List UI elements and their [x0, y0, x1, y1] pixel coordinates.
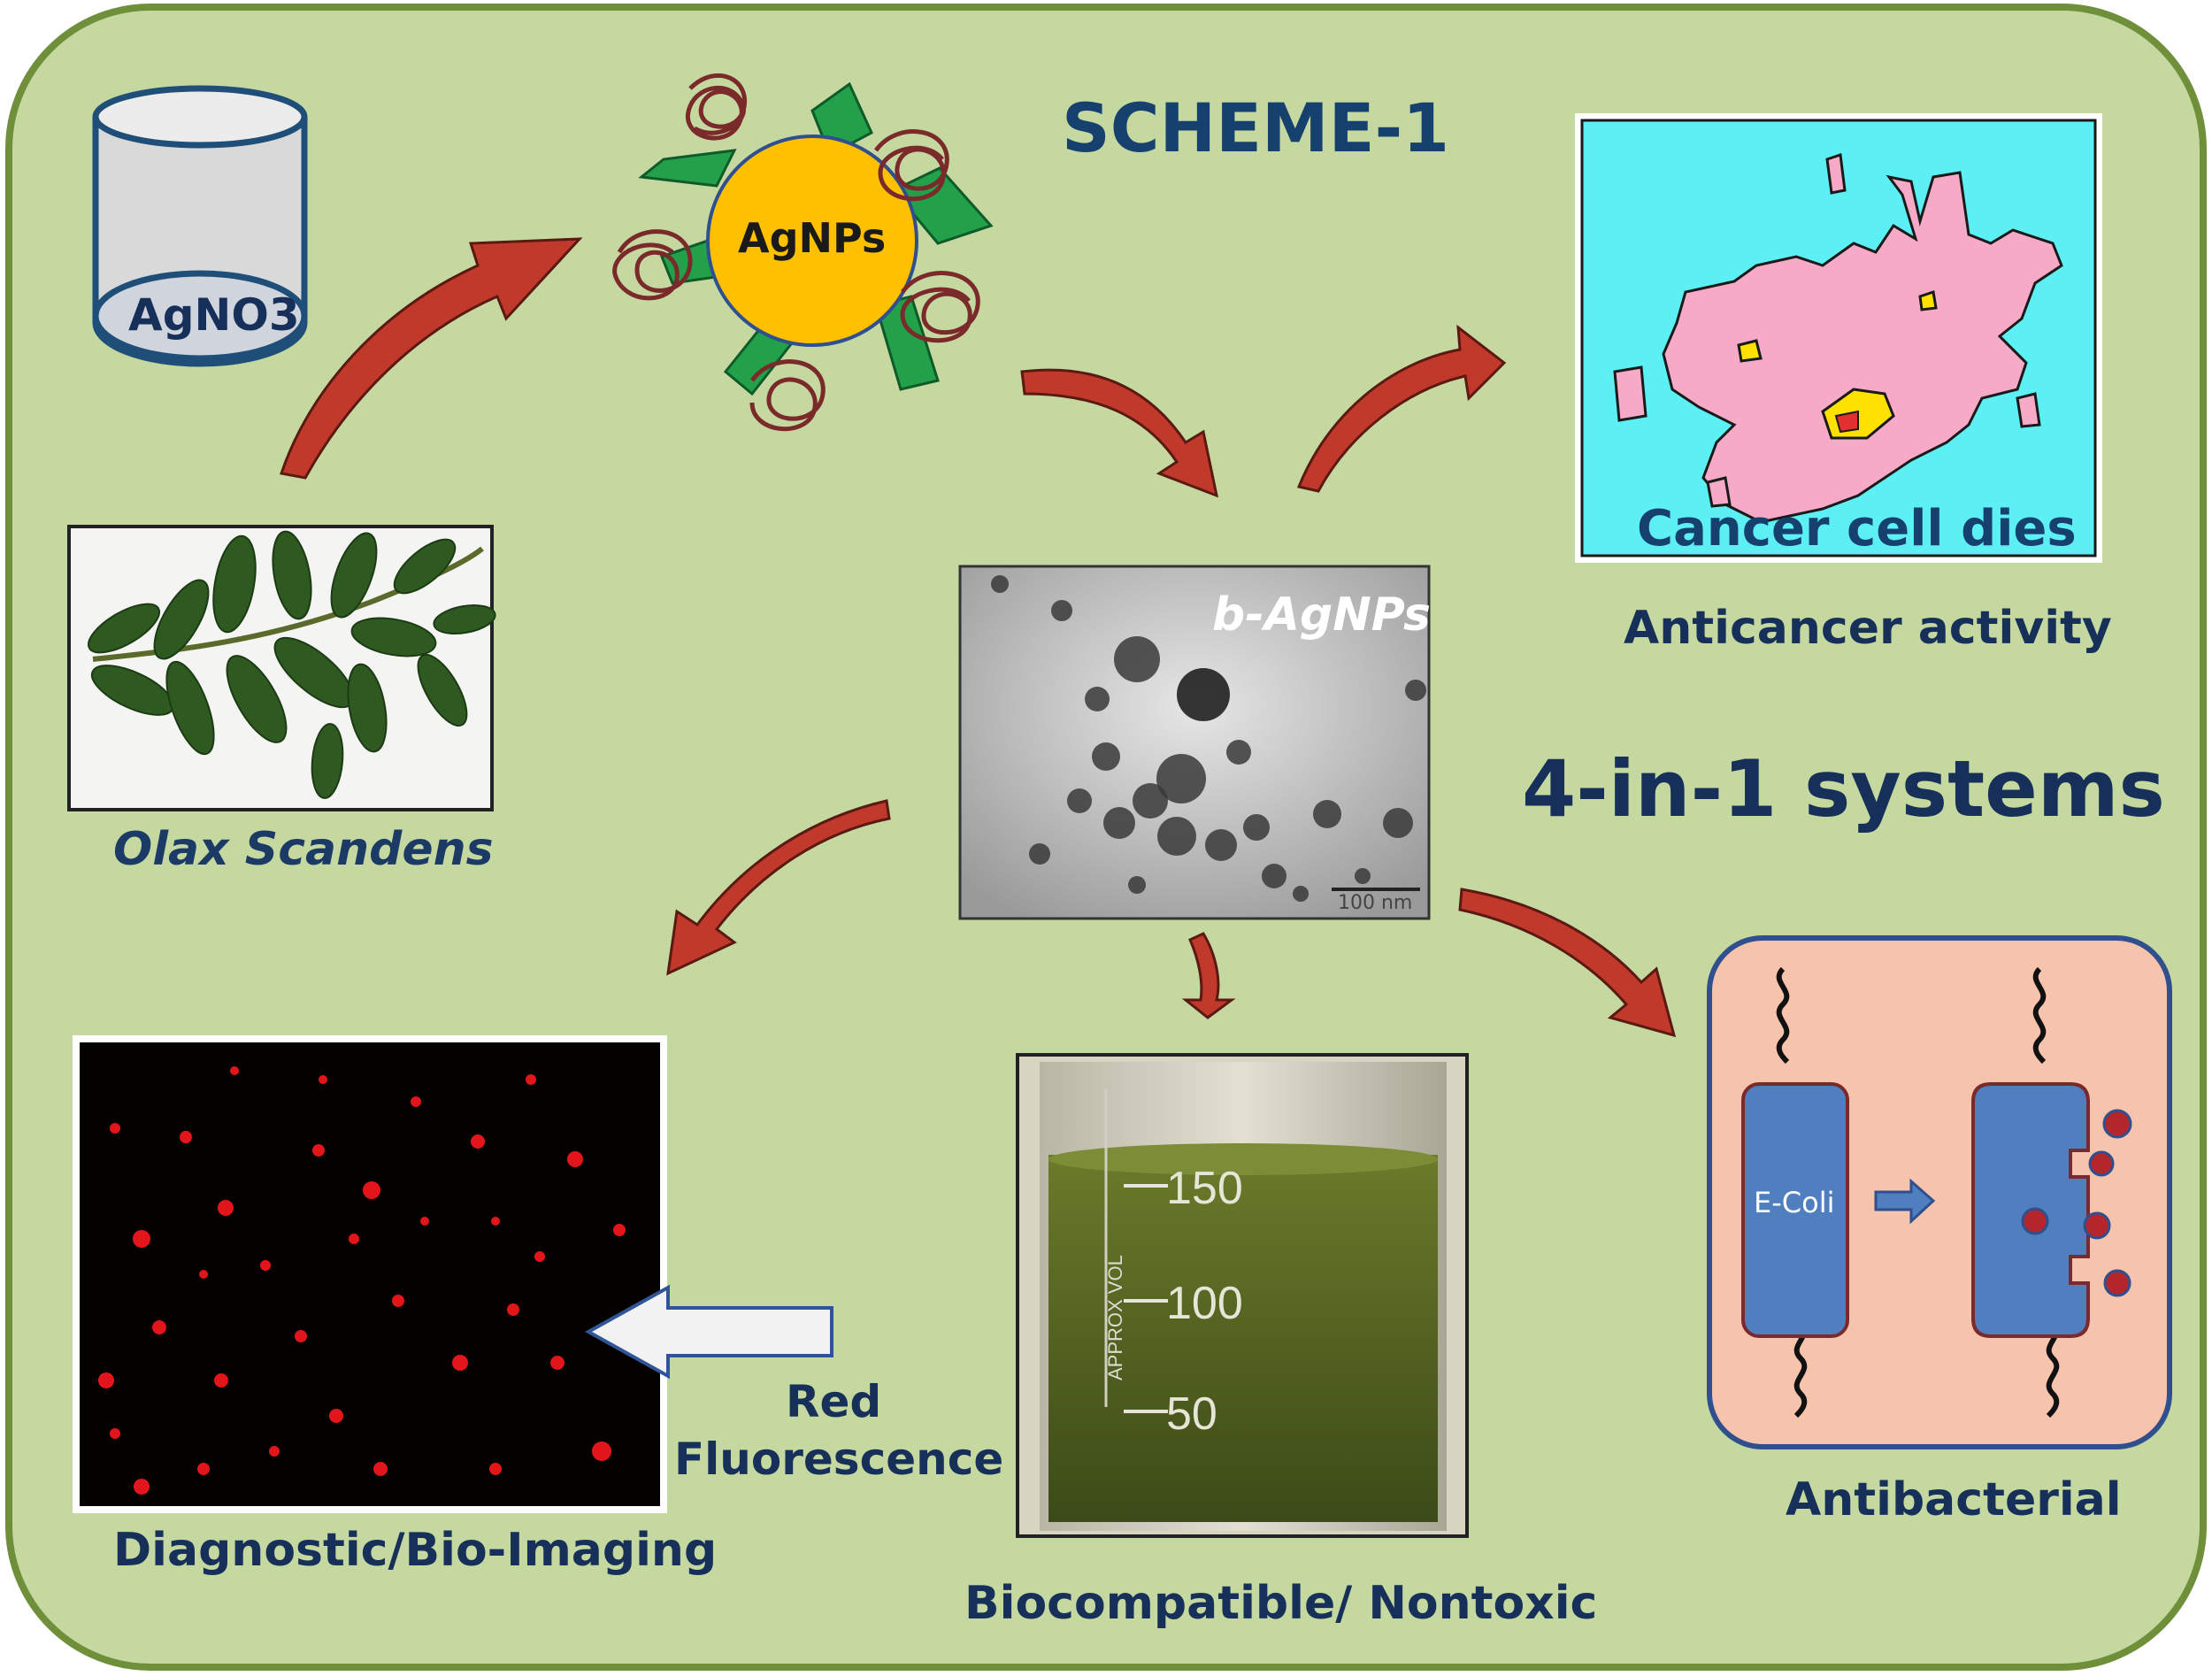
ecoli-cell-before — [1741, 1082, 1849, 1338]
ecoli-label: E-Coli — [1754, 1186, 1835, 1219]
arrow-tem-to-imaging — [666, 799, 891, 976]
cancer-cell-shape — [1662, 171, 2063, 524]
tem-label: b-AgNPs — [1212, 588, 1431, 642]
beaker-mark-100: 100 — [1166, 1278, 1243, 1329]
arrow-tem-to-bacteria — [1458, 888, 1677, 1038]
white-pointer-arrow — [584, 1284, 833, 1380]
beaker-photo-caption: Biocompatible/ Nontoxic — [964, 1577, 1598, 1630]
tem-scale-label: 100 nm — [1338, 892, 1413, 914]
antibacterial-caption: Antibacterial — [1786, 1473, 2122, 1526]
beaker-photo: 150 100 50 APPROX VOL — [1016, 1053, 1469, 1538]
system-label: 4-in-1 systems — [1522, 743, 2165, 834]
bacteria-panel — [1707, 935, 2172, 1449]
anticancer-caption: Anticancer activity — [1624, 602, 2112, 655]
red-arrows — [280, 237, 1677, 1038]
agnps-nanoparticle-icon — [612, 73, 994, 432]
arrow-tem-to-cancer — [1296, 324, 1507, 493]
transform-arrow — [1874, 1178, 1936, 1225]
agnps-label: AgNPs — [738, 214, 887, 262]
fluorescence-label-line2: Fluorescence — [674, 1434, 1004, 1485]
arrow-plant-to-agnps — [280, 237, 583, 480]
agno3-label: AgNO3 — [128, 289, 300, 341]
plant-caption: Olax Scandens — [113, 823, 494, 876]
olax-scandens-photo — [67, 525, 496, 811]
tem-image — [958, 565, 1431, 920]
cancer-panel-label: Cancer cell dies — [1637, 500, 2077, 557]
imaging-caption: Diagnostic/Bio-Imaging — [113, 1524, 718, 1577]
fluorescence-label-line1: Red — [786, 1376, 882, 1427]
cancer-cell-panel — [1575, 113, 2102, 563]
scheme-title: SCHEME-1 — [1062, 88, 1450, 167]
agno3-beaker-icon — [92, 85, 308, 367]
arrow-tem-to-beaker — [1181, 932, 1236, 1019]
arrow-agnps-to-tem — [1020, 368, 1219, 498]
beaker-mark-150: 150 — [1166, 1163, 1243, 1214]
beaker-side-text: APPROX VOL — [1104, 1255, 1126, 1380]
beaker-mark-50: 50 — [1166, 1388, 1217, 1440]
fluorescence-image — [73, 1035, 667, 1513]
